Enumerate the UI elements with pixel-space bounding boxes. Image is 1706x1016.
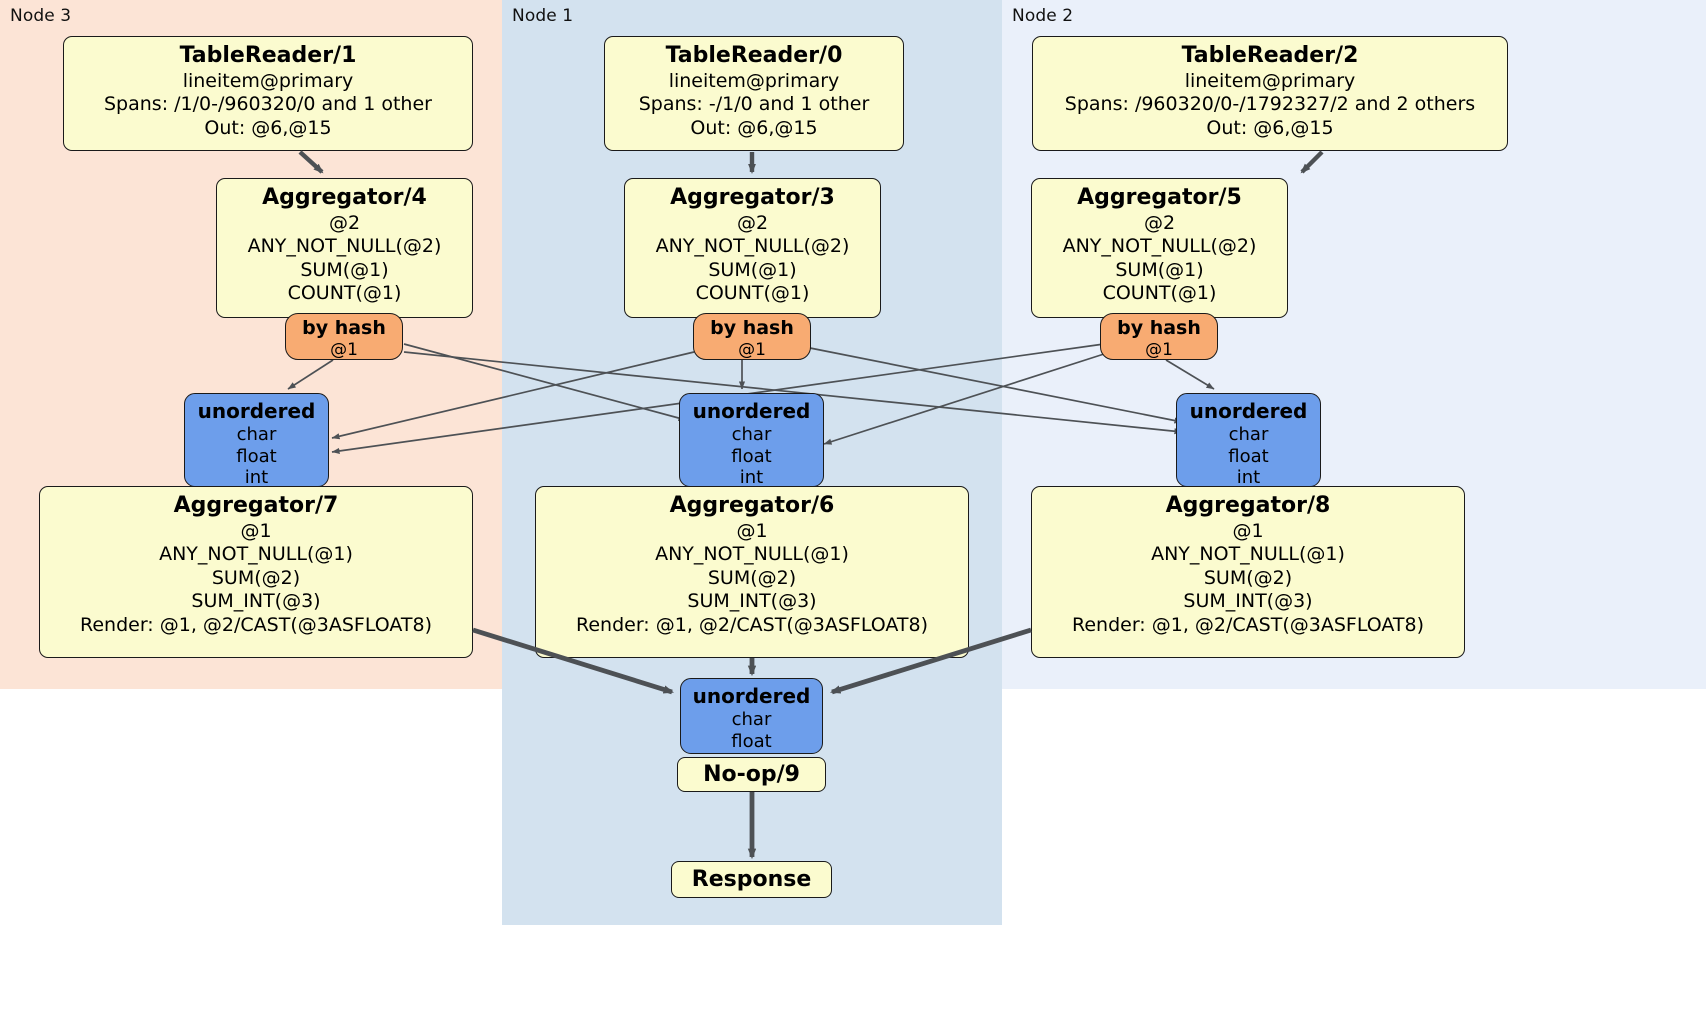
processor-line: SUM(@2) — [1203, 566, 1293, 589]
processor-line: Out: @6,@15 — [1206, 116, 1334, 139]
router-title: by hash — [1117, 317, 1201, 339]
processor-line: SUM_INT(@3) — [191, 590, 321, 613]
synchronizer-line: float — [1228, 445, 1269, 467]
processor-aggregator-3[interactable]: Aggregator/3 @2 ANY_NOT_NULL(@2) SUM(@1)… — [624, 178, 881, 318]
processor-line: ANY_NOT_NULL(@1) — [655, 543, 849, 566]
processor-line: lineitem@primary — [1184, 69, 1356, 92]
synchronizer-title: unordered — [692, 684, 811, 708]
processor-title: Aggregator/3 — [670, 185, 835, 210]
processor-line: Out: @6,@15 — [690, 116, 818, 139]
processor-line: SUM_INT(@3) — [1183, 590, 1313, 613]
processor-table-reader-0[interactable]: TableReader/0 lineitem@primary Spans: -/… — [604, 36, 904, 151]
processor-line: SUM(@2) — [211, 566, 301, 589]
processor-line: COUNT(@1) — [695, 282, 810, 305]
synchronizer-line: char — [731, 424, 772, 445]
router-by-hash-node-3[interactable]: by hash @1 — [285, 313, 403, 360]
synchronizer-line: char — [1228, 424, 1269, 445]
processor-line: lineitem@primary — [182, 69, 354, 92]
synchronizer-title: unordered — [1189, 399, 1308, 423]
processor-table-reader-2[interactable]: TableReader/2 lineitem@primary Spans: /9… — [1032, 36, 1508, 151]
processor-line: ANY_NOT_NULL(@2) — [655, 235, 850, 258]
router-by-hash-node-1[interactable]: by hash @1 — [693, 313, 811, 360]
processor-line: COUNT(@1) — [287, 282, 402, 305]
processor-line: Spans: -/1/0 and 1 other — [638, 93, 870, 116]
processor-title: Aggregator/5 — [1077, 185, 1242, 210]
synchronizer-line: float — [731, 730, 772, 752]
processor-line: @2 — [736, 211, 769, 234]
router-line: @1 — [738, 339, 766, 360]
processor-line: Out: @6,@15 — [204, 116, 332, 139]
processor-line: lineitem@primary — [668, 69, 840, 92]
lane-label-node-1: Node 1 — [512, 6, 574, 26]
router-by-hash-node-2[interactable]: by hash @1 — [1100, 313, 1218, 360]
processor-line: @2 — [328, 211, 361, 234]
processor-no-op-9[interactable]: No-op/9 — [677, 757, 826, 792]
synchronizer-unordered-node-2[interactable]: unordered char float int — [1176, 393, 1321, 489]
processor-response[interactable]: Response — [671, 861, 832, 898]
synchronizer-line: int — [1236, 467, 1261, 489]
processor-line: Spans: /1/0-/960320/0 and 1 other — [104, 93, 432, 116]
synchronizer-unordered-final[interactable]: unordered char float — [680, 678, 823, 754]
processor-line: Render: @1, @2/CAST(@3ASFLOAT8) — [576, 614, 928, 637]
processor-title: TableReader/2 — [1181, 43, 1359, 68]
processor-title: TableReader/0 — [665, 43, 843, 68]
processor-line: SUM(@1) — [1115, 258, 1204, 281]
processor-line: Render: @1, @2/CAST(@3ASFLOAT8) — [1072, 614, 1424, 637]
processor-aggregator-6[interactable]: Aggregator/6 @1 ANY_NOT_NULL(@1) SUM(@2)… — [535, 486, 969, 658]
processor-title: Aggregator/8 — [1165, 493, 1331, 518]
processor-line: SUM_INT(@3) — [687, 590, 817, 613]
processor-table-reader-1[interactable]: TableReader/1 lineitem@primary Spans: /1… — [63, 36, 473, 151]
synchronizer-line: char — [731, 709, 772, 730]
synchronizer-line: int — [739, 467, 764, 489]
synchronizer-line: float — [731, 445, 772, 467]
processor-line: ANY_NOT_NULL(@2) — [247, 235, 442, 258]
processor-line: ANY_NOT_NULL(@1) — [159, 543, 353, 566]
processor-line: SUM(@1) — [708, 258, 797, 281]
processor-title: Aggregator/4 — [262, 185, 427, 210]
processor-aggregator-8[interactable]: Aggregator/8 @1 ANY_NOT_NULL(@1) SUM(@2)… — [1031, 486, 1465, 658]
router-title: by hash — [302, 317, 386, 339]
synchronizer-title: unordered — [197, 399, 316, 423]
processor-aggregator-7[interactable]: Aggregator/7 @1 ANY_NOT_NULL(@1) SUM(@2)… — [39, 486, 473, 658]
processor-title: Response — [691, 867, 812, 892]
processor-title: Aggregator/6 — [669, 493, 835, 518]
processor-line: ANY_NOT_NULL(@1) — [1151, 543, 1345, 566]
processor-aggregator-5[interactable]: Aggregator/5 @2 ANY_NOT_NULL(@2) SUM(@1)… — [1031, 178, 1288, 318]
processor-line: @1 — [1232, 519, 1264, 542]
processor-line: @1 — [736, 519, 768, 542]
synchronizer-line: float — [236, 445, 277, 467]
synchronizer-unordered-node-3[interactable]: unordered char float int — [184, 393, 329, 489]
synchronizer-line: int — [244, 467, 269, 489]
processor-line: @2 — [1143, 211, 1176, 234]
lane-label-node-3: Node 3 — [10, 6, 72, 26]
processor-title: No-op/9 — [703, 762, 800, 787]
processor-aggregator-4[interactable]: Aggregator/4 @2 ANY_NOT_NULL(@2) SUM(@1)… — [216, 178, 473, 318]
processor-line: @1 — [240, 519, 272, 542]
processor-line: Spans: /960320/0-/1792327/2 and 2 others — [1064, 93, 1476, 116]
router-title: by hash — [710, 317, 794, 339]
lane-label-node-2: Node 2 — [1012, 6, 1074, 26]
synchronizer-line: char — [236, 424, 277, 445]
processor-line: ANY_NOT_NULL(@2) — [1062, 235, 1257, 258]
processor-title: TableReader/1 — [179, 43, 357, 68]
processor-line: Render: @1, @2/CAST(@3ASFLOAT8) — [80, 614, 432, 637]
processor-title: Aggregator/7 — [173, 493, 339, 518]
synchronizer-unordered-node-1[interactable]: unordered char float int — [679, 393, 824, 489]
router-line: @1 — [1145, 339, 1173, 360]
synchronizer-title: unordered — [692, 399, 811, 423]
processor-line: COUNT(@1) — [1102, 282, 1217, 305]
processor-line: SUM(@1) — [300, 258, 389, 281]
processor-line: SUM(@2) — [707, 566, 797, 589]
router-line: @1 — [330, 339, 358, 360]
